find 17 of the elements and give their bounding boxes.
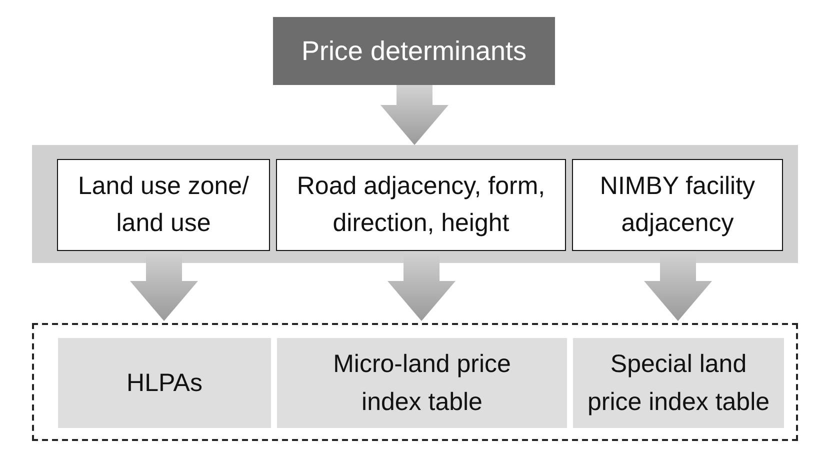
- box-label: NIMBY facility adjacency: [598, 171, 756, 239]
- index-box: [277, 338, 567, 428]
- box-label: Price determinants: [301, 35, 527, 68]
- box-label: HLPAs: [126, 368, 202, 399]
- dashed-frame: [32, 323, 798, 441]
- factor-box: [276, 159, 566, 251]
- block-arrow: [380, 85, 448, 145]
- factor-band: [32, 145, 798, 263]
- box-label: Micro-land price index table: [332, 349, 512, 418]
- box-label: Special land price index table: [586, 349, 771, 418]
- box-label: Land use zone/ land use: [77, 171, 250, 239]
- category-box: [273, 17, 555, 85]
- factor-box: [57, 159, 270, 251]
- box-label: Road adjacency, form, direction, height: [296, 171, 546, 239]
- index-box: [573, 338, 784, 428]
- index-box: [58, 338, 271, 428]
- factor-box: [572, 159, 783, 251]
